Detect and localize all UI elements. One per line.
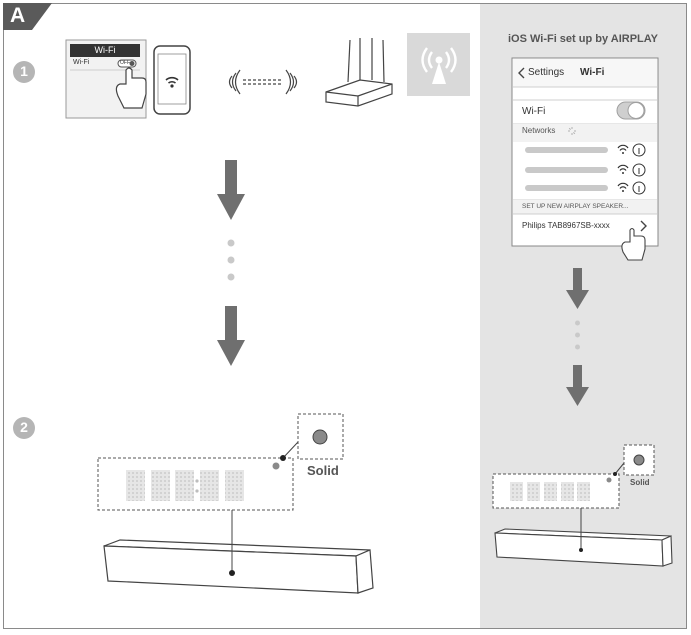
- panel-arrow-down-1: [566, 268, 589, 309]
- wifi-card-toggle-label: OFF: [120, 60, 130, 66]
- info-icon[interactable]: [632, 163, 646, 177]
- airplay-section-header: SET UP NEW AIRPLAY SPEAKER...: [522, 203, 629, 210]
- solid-status-label: Solid: [307, 463, 339, 478]
- panel-arrow-down-2: [566, 365, 589, 406]
- hand-pointer-icon: [621, 227, 646, 261]
- panel-title: iOS Wi-Fi set up by AIRPLAY: [507, 33, 659, 45]
- soundbar-small: [494, 528, 673, 567]
- section-badge: [3, 3, 52, 30]
- figure-frame: [3, 3, 687, 629]
- led-status-box: [297, 413, 344, 460]
- wifi-row-label: Wi-Fi: [522, 106, 546, 117]
- router-icon: [325, 38, 393, 107]
- airplay-speaker-item[interactable]: Philips TAB8967SB-xxxx: [522, 221, 610, 230]
- step1-number: 1: [20, 63, 28, 79]
- back-chevron-icon[interactable]: [518, 67, 525, 79]
- ios-nav-title: Wi-Fi: [580, 67, 605, 78]
- hand-pointer-icon: [115, 67, 147, 109]
- flow-dots: [227, 239, 235, 281]
- wifi-signal-icon: [617, 182, 629, 189]
- antenna-signal-icon: [407, 33, 470, 96]
- flow-arrow-down-2: [217, 306, 245, 366]
- section-label: A: [10, 4, 26, 27]
- settings-back-link[interactable]: Settings: [528, 67, 565, 78]
- panel-flow-dots: [575, 320, 580, 350]
- soundbar-main: [103, 539, 374, 594]
- network-row[interactable]: [525, 163, 646, 177]
- info-icon[interactable]: [632, 143, 646, 157]
- small-led-status-box: [623, 444, 655, 476]
- wifi-card-title: Wi-Fi: [94, 45, 116, 55]
- networks-loading-spinner-icon: [568, 127, 576, 135]
- network-row[interactable]: [525, 143, 646, 157]
- chevron-right-icon[interactable]: [640, 220, 647, 232]
- network-row[interactable]: [525, 181, 646, 195]
- wifi-signal-icon: [617, 164, 629, 171]
- wifi-card-row-label: Wi-Fi: [73, 59, 90, 66]
- networks-label: Networks: [522, 126, 556, 135]
- network-list: [525, 143, 646, 195]
- step1-badge: [13, 61, 35, 83]
- flow-arrow-down-1: [217, 160, 245, 220]
- smartphone-icon: [153, 45, 191, 115]
- display-callout: [97, 457, 294, 511]
- step2-badge: [13, 417, 35, 439]
- info-icon[interactable]: [632, 181, 646, 195]
- wireless-link-icon: [228, 69, 298, 95]
- small-display-callout: [492, 473, 620, 509]
- wifi-signal-icon: [617, 144, 629, 151]
- solid-status-label-small: Solid: [630, 478, 650, 487]
- step2-number: 2: [20, 419, 28, 435]
- wifi-toggle-switch[interactable]: [616, 101, 646, 120]
